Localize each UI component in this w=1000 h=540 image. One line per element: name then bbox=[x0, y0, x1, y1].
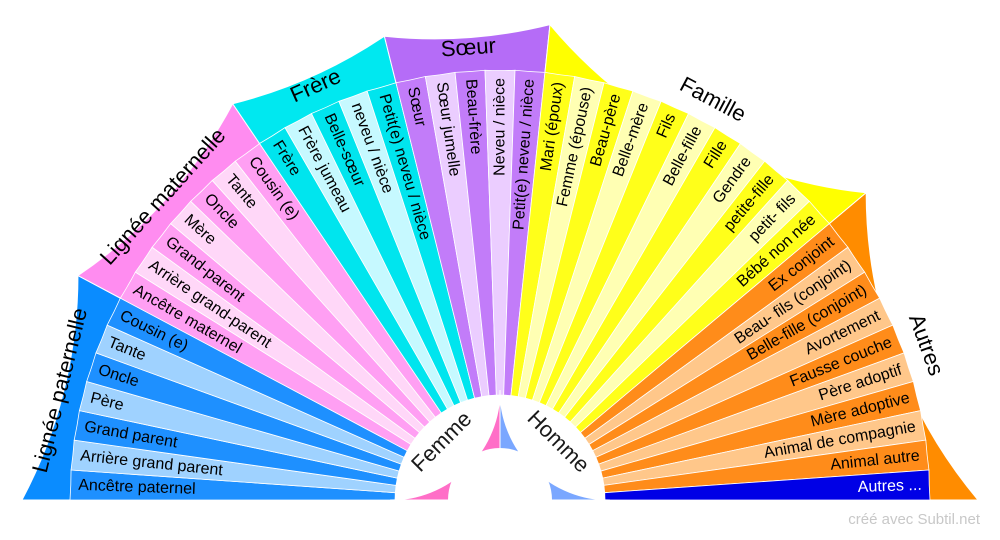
slice-famille-beau-pere[interactable] bbox=[524, 82, 634, 401]
slice-frere-petit-e-neveu-niece[interactable] bbox=[366, 82, 476, 401]
slice-lignee-maternelle-cousin-e[interactable] bbox=[234, 142, 442, 418]
slice-frere-frere[interactable] bbox=[258, 127, 449, 414]
credit-text: créé avec Subtil.net bbox=[848, 511, 980, 528]
slice-famille-belle-mere[interactable] bbox=[531, 90, 662, 404]
slice-autres-animal-de-compagnie[interactable] bbox=[602, 410, 927, 486]
slice-lignee-paternelle-arriere-grand-parent[interactable] bbox=[70, 439, 397, 494]
slice-famille-fille[interactable] bbox=[551, 127, 742, 414]
slice-label-s-ur-beau-frere: Beau-frère bbox=[462, 78, 484, 155]
slice-famille-femme-epouse[interactable] bbox=[517, 76, 605, 399]
slice-label-s-ur-neveu-niece: Neveu / nièce bbox=[492, 78, 509, 176]
slice-label-lignee-paternelle-ancetre-paternel: Ancêtre paternel bbox=[78, 477, 196, 498]
slice-autres-animal-autre[interactable] bbox=[603, 439, 930, 494]
slice-famille-petite-fille[interactable] bbox=[564, 160, 789, 423]
slice-lignee-paternelle-grand-parent[interactable] bbox=[73, 410, 398, 486]
slice-famille-bebe-non-nee[interactable] bbox=[574, 200, 830, 434]
slice-lignee-maternelle-tante[interactable] bbox=[211, 160, 436, 423]
slice-famille-belle-fille[interactable] bbox=[545, 112, 716, 410]
slice-lignee-paternelle-tante[interactable] bbox=[95, 324, 405, 465]
slice-lignee-maternelle-grand-parent[interactable] bbox=[151, 223, 421, 439]
slice-autres-beau-fils-conjoint[interactable] bbox=[584, 246, 866, 445]
slice-lignee-paternelle-cousin-e[interactable] bbox=[106, 297, 408, 458]
slice-lignee-paternelle-pere[interactable] bbox=[78, 380, 400, 479]
slice-autres-avortement[interactable] bbox=[592, 297, 894, 458]
slice-lignee-maternelle-ancetre-maternel[interactable] bbox=[119, 271, 412, 452]
slice-famille-gendre[interactable] bbox=[558, 142, 766, 418]
slice-autres-fausse-couche[interactable] bbox=[595, 324, 905, 465]
group-title-autres: Autres bbox=[904, 311, 949, 379]
slice-autres-ex-conjoint[interactable] bbox=[579, 223, 849, 439]
slice-lignee-maternelle-oncle[interactable] bbox=[190, 179, 431, 428]
slice-autres-belle-fille-conjoint[interactable] bbox=[588, 271, 881, 452]
slice-famille-fils[interactable] bbox=[538, 100, 690, 407]
slice-frere-neveu-niece[interactable] bbox=[338, 90, 469, 404]
slice-lignee-maternelle-arriere-grand-parent[interactable] bbox=[134, 246, 416, 445]
slice-s-ur-s-ur-jumelle[interactable] bbox=[424, 71, 490, 398]
center-hole bbox=[448, 448, 552, 500]
slice-frere-frere-jumeau[interactable] bbox=[284, 112, 455, 410]
slice-s-ur-beau-frere[interactable] bbox=[454, 69, 497, 396]
slice-autres-pere-adoptif[interactable] bbox=[598, 352, 914, 472]
slice-label-autres-autres: Autres ... bbox=[857, 477, 922, 496]
slice-frere-belle-s-ur[interactable] bbox=[310, 100, 462, 407]
slice-lignee-paternelle-oncle[interactable] bbox=[86, 352, 402, 472]
slice-autres-autres[interactable] bbox=[604, 469, 931, 501]
group-title-s-ur: Sœur bbox=[440, 33, 497, 62]
slice-autres-mere-adoptive[interactable] bbox=[600, 380, 922, 479]
slice-s-ur-neveu-niece[interactable] bbox=[484, 69, 516, 396]
slice-famille-petit-fils[interactable] bbox=[569, 179, 810, 428]
slice-famille-mari-epoux[interactable] bbox=[510, 71, 576, 398]
slice-s-ur-petit-e-neveu-niece[interactable] bbox=[503, 69, 546, 396]
slice-lignee-maternelle-mere[interactable] bbox=[170, 200, 426, 434]
slice-s-ur-s-ur[interactable] bbox=[395, 76, 483, 399]
